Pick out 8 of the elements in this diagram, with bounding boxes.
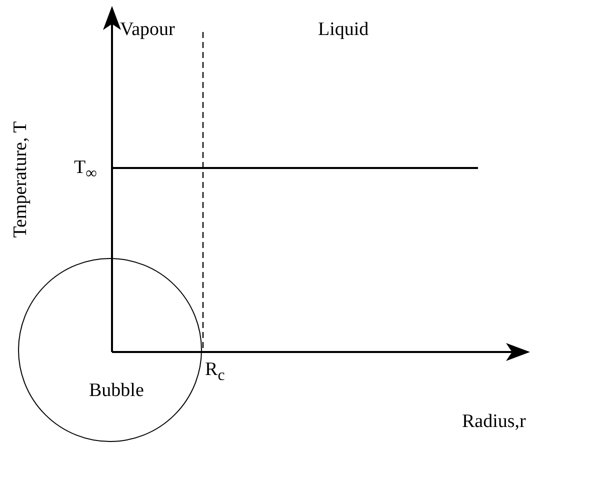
axis-title: Radius,r	[462, 412, 526, 431]
region-label: Liquid	[318, 20, 369, 39]
region-label: Vapour	[120, 20, 175, 39]
axis-title: Temperature, T	[10, 121, 30, 238]
bubble-label: Bubble	[89, 381, 144, 400]
axis-tick-label: R$_{c}$	[205, 360, 225, 384]
bubble-circle	[18, 258, 202, 442]
axis-tick-label: T$_{∞}$	[74, 158, 97, 182]
